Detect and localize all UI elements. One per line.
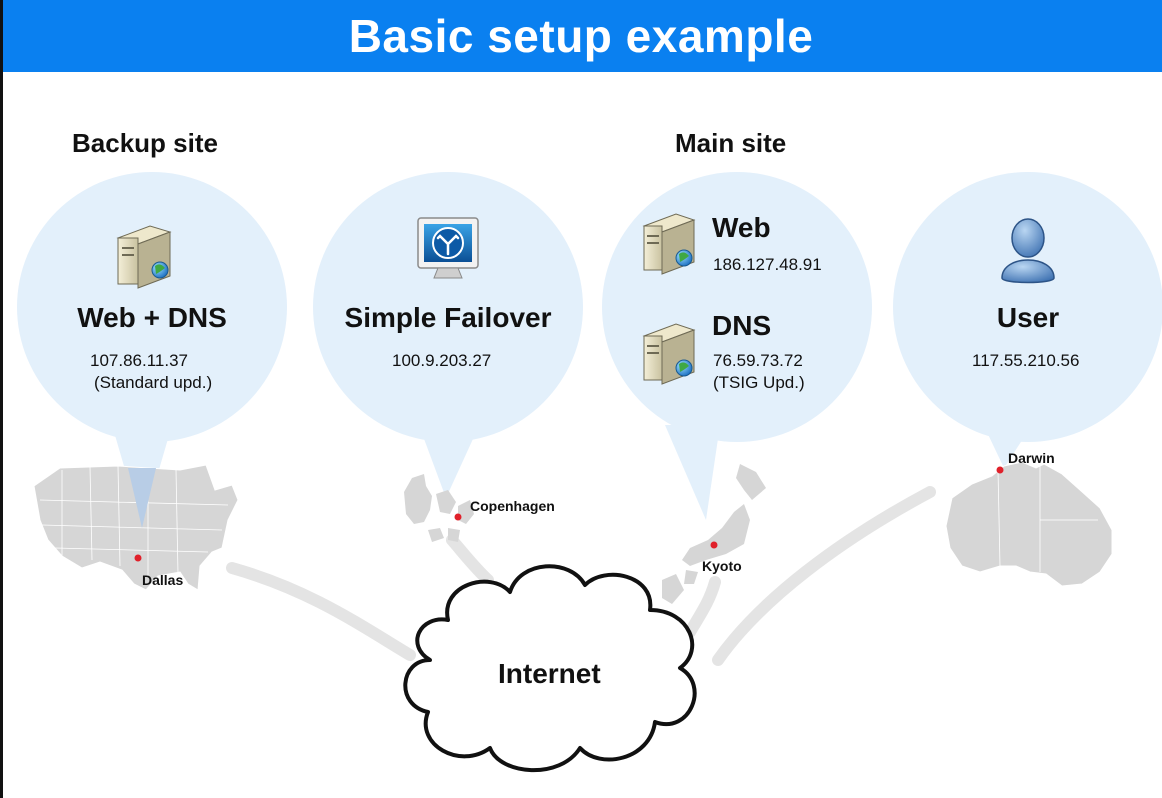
link-darwin	[712, 486, 936, 666]
main-dns-ip: 76.59.73.72	[713, 351, 803, 370]
monitor-icon-failover	[417, 217, 479, 279]
internet-cloud	[403, 564, 697, 773]
bubble-failover	[313, 172, 583, 498]
city-label-kyoto: Kyoto	[702, 558, 742, 574]
city-label-copenhagen: Copenhagen	[470, 498, 555, 514]
server-icon-main-web	[642, 213, 696, 275]
server-icon-main-dns	[642, 323, 696, 385]
main-site-label: Main site	[675, 128, 787, 158]
backup-node-title: Web + DNS	[77, 302, 227, 333]
server-icon-backup	[116, 225, 172, 289]
backup-node-note: (Standard upd.)	[94, 373, 213, 392]
main-dns-note: (TSIG Upd.)	[713, 373, 805, 392]
backup-site-label: Backup site	[72, 128, 218, 158]
failover-node-title: Simple Failover	[344, 302, 552, 333]
diagram-title: Basic setup example	[348, 10, 814, 62]
link-kyoto	[684, 576, 721, 638]
left-border	[0, 0, 3, 798]
map-australia	[945, 461, 1113, 587]
city-label-dallas: Dallas	[142, 572, 184, 588]
user-node-ip: 117.55.210.56	[972, 351, 1080, 370]
network-links	[226, 486, 936, 666]
backup-node-ip: 107.86.11.37	[90, 351, 188, 370]
main-web-ip: 186.127.48.91	[713, 255, 822, 274]
title-banner	[0, 0, 1162, 72]
link-dallas	[226, 562, 416, 661]
main-dns-title: DNS	[712, 310, 772, 341]
map-japan	[662, 464, 766, 604]
map-denmark	[404, 474, 474, 542]
city-label-darwin: Darwin	[1008, 450, 1055, 466]
internet-label: Internet	[498, 658, 601, 689]
failover-node-ip: 100.9.203.27	[392, 351, 492, 370]
link-copenhagen	[446, 534, 494, 586]
user-node-title: User	[996, 302, 1060, 333]
map-usa	[33, 464, 239, 591]
bubble-user	[893, 172, 1162, 468]
main-web-title: Web	[712, 212, 771, 243]
user-icon	[1001, 218, 1055, 284]
